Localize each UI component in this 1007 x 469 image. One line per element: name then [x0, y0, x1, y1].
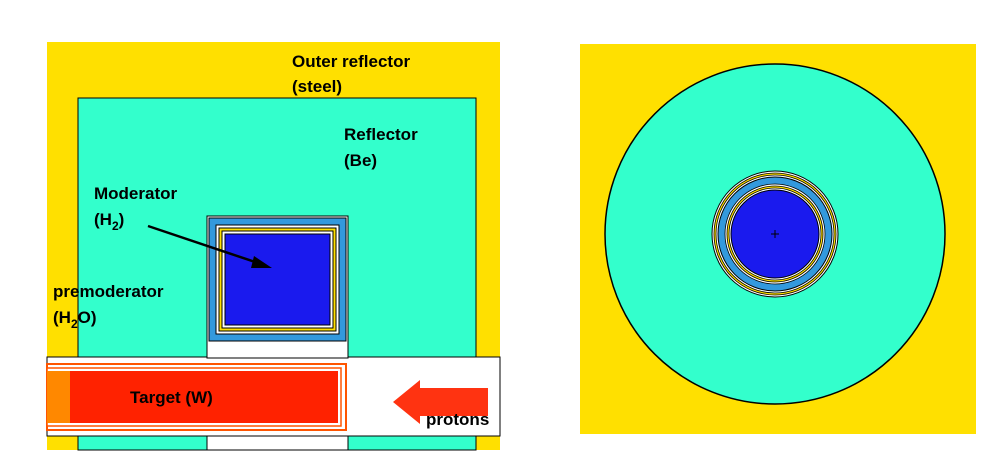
moderator-pointer-line	[147, 224, 259, 265]
proton-beam-arrow	[393, 380, 488, 424]
target-rod-end	[47, 371, 70, 423]
label-reflector: Reflector	[344, 125, 418, 144]
reflector-lower-left	[77, 435, 208, 451]
label-moderator: Moderator	[94, 184, 178, 203]
label-premoderator-material: (H2O)	[53, 308, 97, 331]
label-premoderator: premoderator	[53, 282, 164, 301]
moderator-pointer-head	[251, 256, 272, 268]
label-reflector-material: (Be)	[344, 151, 377, 170]
reflector-lower-right	[347, 435, 477, 451]
void-slot-lower	[206, 435, 349, 451]
label-protons: protons	[426, 410, 489, 429]
left-panel: Outer reflector (steel) Reflector (Be) M…	[46, 42, 501, 451]
label-outer-reflector: Outer reflector	[292, 52, 410, 71]
target-rod	[47, 371, 338, 423]
moderator-region	[224, 233, 331, 326]
label-outer-reflector-material: (steel)	[292, 77, 342, 96]
label-moderator-material: (H2)	[94, 210, 124, 233]
right-panel	[580, 44, 976, 434]
label-target: Target (W)	[130, 388, 213, 407]
